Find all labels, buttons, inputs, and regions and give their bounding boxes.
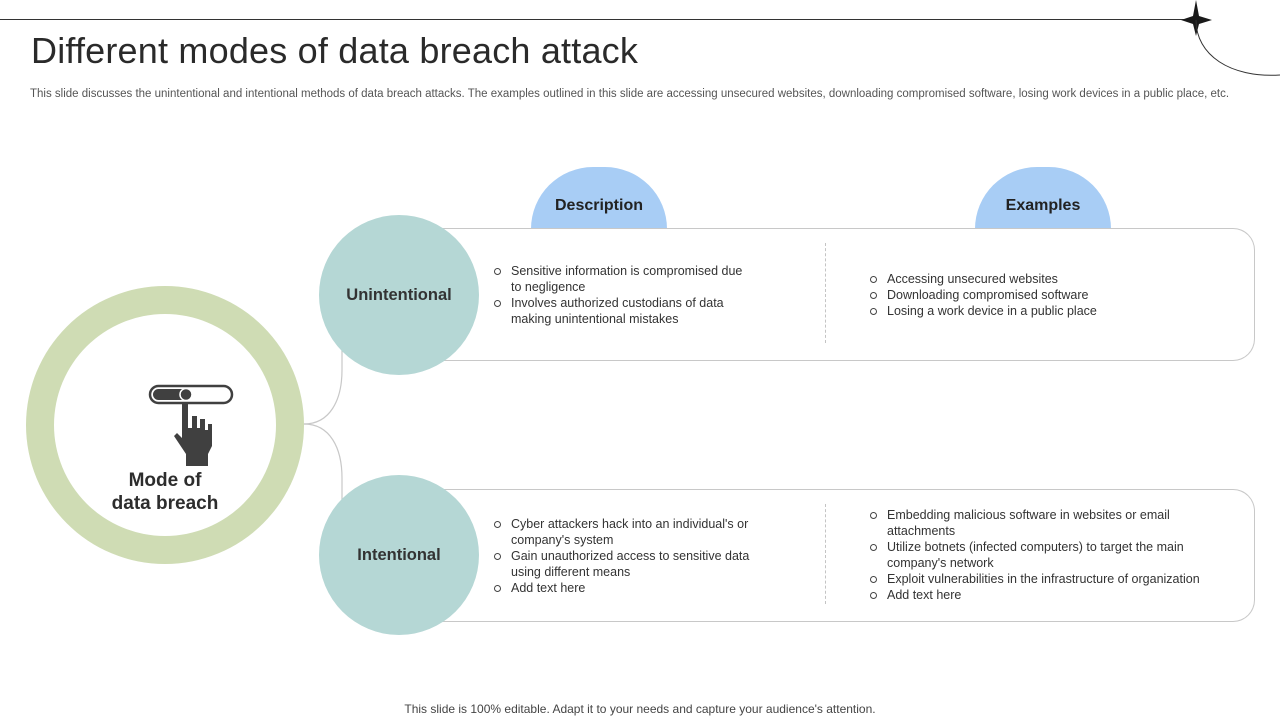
top-decoration [0,0,1280,76]
intentional-circle: Intentional [319,475,479,635]
intentional-examples-list: Embedding malicious software in websites… [869,507,1229,603]
mode-center: Mode of data breach [54,314,276,536]
column-divider [825,243,826,343]
column-divider [825,504,826,604]
list-item: Involves authorized custodians of data m… [493,295,743,327]
list-item: Exploit vulnerabilities in the infrastru… [869,571,1229,587]
list-item: Losing a work device in a public place [869,303,1229,319]
unintentional-examples-list: Accessing unsecured websites Downloading… [869,271,1229,319]
list-item: Embedding malicious software in websites… [869,507,1229,539]
page-title: Different modes of data breach attack [31,30,639,71]
footer-note: This slide is 100% editable. Adapt it to… [404,702,876,716]
page-subtitle: This slide discusses the unintentional a… [30,88,1230,100]
intentional-row [398,489,1255,622]
unintentional-circle: Unintentional [319,215,479,375]
list-item: Cyber attackers hack into an individual'… [493,516,755,548]
intentional-description-list: Cyber attackers hack into an individual'… [493,516,755,596]
corner-arc [1195,19,1280,76]
mode-label-line2: data breach [111,493,219,514]
list-item: Add text here [493,580,755,596]
list-item: Utilize botnets (infected computers) to … [869,539,1229,571]
list-item: Downloading compromised software [869,287,1229,303]
unintentional-description-list: Sensitive information is compromised due… [493,263,743,327]
hand-pressing-toggle-icon [148,384,234,466]
star-icon [1181,0,1212,36]
list-item: Accessing unsecured websites [869,271,1229,287]
mode-ring: Mode of data breach [26,286,304,564]
list-item: Add text here [869,587,1229,603]
list-item: Gain unauthorized access to sensitive da… [493,548,755,580]
mode-label-line1: Mode of [128,470,202,491]
list-item: Sensitive information is compromised due… [493,263,743,295]
mode-label: Mode of data breach [54,469,276,515]
unintentional-row [398,228,1255,361]
